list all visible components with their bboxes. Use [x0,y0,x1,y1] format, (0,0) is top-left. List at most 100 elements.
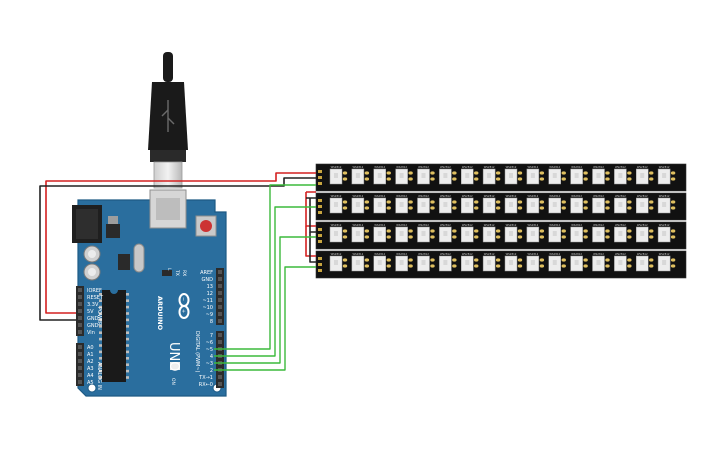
reset-button[interactable] [200,220,212,232]
ws2812-led[interactable]: WS2812 [592,194,610,214]
ws2812-led[interactable]: WS2812 [657,223,676,243]
wire-gnd-chain-black-2[interactable] [309,232,316,263]
ws2812-led[interactable]: WS2812 [636,252,654,272]
ws2812-led[interactable]: WS2812 [439,223,457,243]
ws2812-led[interactable]: WS2812 [657,194,676,214]
ws2812-led[interactable]: WS2812 [614,165,632,185]
ws2812-led[interactable]: WS2812 [395,194,413,214]
ws2812-led[interactable]: WS2812 [614,252,632,272]
ws2812-led[interactable]: WS2812 [439,165,457,185]
ws2812-led[interactable]: WS2812 [504,223,523,243]
header-pin[interactable] [78,366,82,370]
header-pin[interactable] [78,359,82,363]
ws2812-led[interactable]: WS2812 [592,223,610,243]
wire-5v-red[interactable] [45,172,316,314]
ws2812-led[interactable]: WS2812 [570,223,588,243]
ws2812-led[interactable]: WS2812 [570,194,588,214]
header-pin[interactable] [218,270,222,274]
ws2812-led[interactable]: WS2812 [548,194,566,214]
header-pin[interactable] [78,316,82,320]
header-pin[interactable] [78,295,82,299]
ws2812-led[interactable]: WS2812 [548,252,566,272]
ws2812-led[interactable]: WS2812 [373,165,391,185]
ws2812-led[interactable]: WS2812 [614,194,632,214]
header-pin[interactable] [218,298,222,302]
header-pin[interactable] [78,323,82,327]
ws2812-led[interactable]: WS2812 [351,194,370,214]
ws2812-led[interactable]: WS2812 [504,252,523,272]
ws2812-led[interactable]: WS2812 [657,252,676,272]
ws2812-led[interactable]: WS2812 [570,165,588,185]
header-pin[interactable] [218,340,222,344]
ws2812-led[interactable]: WS2812 [526,194,545,214]
usb-cable[interactable] [148,52,188,189]
header-pin[interactable] [218,375,222,379]
wire-data-3[interactable] [214,236,316,364]
ws2812-led[interactable]: WS2812 [636,165,654,185]
ws2812-led[interactable]: WS2812 [417,194,435,214]
ws2812-led[interactable]: WS2812 [417,252,435,272]
wire-data-2[interactable] [214,206,316,357]
wire-gnd-chain-black[interactable] [306,197,316,233]
ws2812-led[interactable]: WS2812 [439,194,457,214]
wire-power-chain-red[interactable] [305,191,316,227]
ws2812-led[interactable]: WS2812 [439,252,457,272]
ws2812-led[interactable]: WS2812 [570,252,588,272]
header-pin[interactable] [218,291,222,295]
wire-gnd-black[interactable] [39,177,316,321]
ws2812-led[interactable]: WS2812 [461,223,479,243]
ws2812-led[interactable]: WS2812 [526,165,545,185]
ws2812-led[interactable]: WS2812 [504,165,523,185]
ws2812-led[interactable]: WS2812 [461,165,479,185]
ws2812-led[interactable]: WS2812 [526,252,545,272]
header-pin[interactable] [78,309,82,313]
ws2812-led[interactable]: WS2812 [548,165,566,185]
ws2812-led[interactable]: WS2812 [329,252,348,272]
wire-data-4[interactable] [214,266,316,371]
ws2812-led[interactable]: WS2812 [329,223,348,243]
ws2812-led[interactable]: WS2812 [395,252,413,272]
header-pin[interactable] [218,333,222,337]
ws2812-led[interactable]: WS2812 [482,194,501,214]
ws2812-led[interactable]: WS2812 [614,223,632,243]
ws2812-led[interactable]: WS2812 [329,165,348,185]
header-pin[interactable] [78,330,82,334]
ws2812-led[interactable]: WS2812 [395,165,413,185]
ws2812-led[interactable]: WS2812 [636,223,654,243]
ws2812-led[interactable]: WS2812 [395,223,413,243]
ws2812-led[interactable]: WS2812 [636,194,654,214]
ws2812-led[interactable]: WS2812 [373,194,391,214]
ws2812-led[interactable]: WS2812 [417,165,435,185]
header-pin[interactable] [218,277,222,281]
header-pin[interactable] [218,319,222,323]
ws2812-led[interactable]: WS2812 [461,194,479,214]
ws2812-led[interactable]: WS2812 [351,252,370,272]
ws2812-led[interactable]: WS2812 [592,252,610,272]
header-pin[interactable] [218,284,222,288]
ws2812-led[interactable]: WS2812 [351,223,370,243]
ws2812-led[interactable]: WS2812 [373,223,391,243]
header-pin[interactable] [78,345,82,349]
ws2812-led[interactable]: WS2812 [592,165,610,185]
ws2812-led[interactable]: WS2812 [548,223,566,243]
wire-data-1[interactable] [214,184,316,350]
header-pin[interactable] [218,312,222,316]
ws2812-led[interactable]: WS2812 [526,223,545,243]
ws2812-led[interactable]: WS2812 [482,223,501,243]
ws2812-led[interactable]: WS2812 [351,165,370,185]
wire-power-chain-red-2[interactable] [305,226,316,257]
ws2812-led[interactable]: WS2812 [482,252,501,272]
ws2812-led[interactable]: WS2812 [461,252,479,272]
ws2812-led[interactable]: WS2812 [482,165,501,185]
ws2812-led[interactable]: WS2812 [657,165,676,185]
header-pin[interactable] [78,302,82,306]
header-pin[interactable] [218,382,222,386]
header-pin[interactable] [218,305,222,309]
ws2812-led[interactable]: WS2812 [329,194,348,214]
header-pin[interactable] [78,288,82,292]
